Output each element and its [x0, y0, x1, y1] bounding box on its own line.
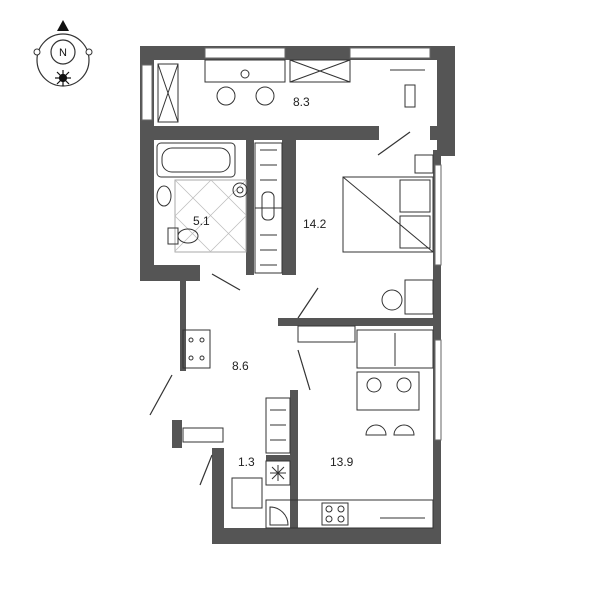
sofa-icon	[356, 329, 434, 369]
wardrobe-icon	[254, 142, 283, 274]
sun-icon	[55, 70, 71, 86]
doors	[149, 131, 411, 486]
snowflake-icon	[270, 465, 286, 481]
windows	[141, 47, 442, 441]
kitchen-counter-upper	[297, 325, 356, 343]
balcony-furniture	[157, 59, 425, 123]
window-balcony-left	[141, 64, 153, 121]
chair-icon	[381, 289, 403, 311]
dining-table-icon	[356, 371, 420, 411]
bathroom-fixtures	[156, 142, 248, 253]
compass-west-marker	[33, 48, 41, 56]
bedroom-furniture	[342, 154, 434, 315]
balcony-crate	[289, 59, 351, 83]
window-bedroom	[434, 164, 442, 266]
chair-icon	[396, 377, 412, 393]
shoe-cabinet-icon	[182, 329, 211, 369]
bedroom-area-label: 14.2	[303, 217, 327, 231]
bedroom-door	[297, 287, 319, 319]
balcony-area-label: 8.3	[293, 95, 310, 109]
balcony-shelf	[204, 59, 286, 83]
walls	[140, 46, 455, 544]
lounge-chair-icon	[216, 86, 236, 106]
sink-icon	[156, 185, 172, 207]
north-arrow-icon	[57, 20, 69, 31]
bathtub-icon	[156, 142, 236, 178]
window-balcony-1	[204, 47, 286, 59]
closet-storage	[231, 477, 263, 509]
chair-icon	[365, 424, 387, 436]
balcony-storage-cabinet	[157, 63, 179, 123]
entrance-door	[149, 374, 173, 416]
compass-inner-circle	[50, 39, 76, 65]
closet-area-label: 1.3	[238, 455, 255, 469]
window-balcony-2	[349, 47, 431, 59]
washing-machine-icon	[232, 182, 248, 198]
corner-shower-icon	[269, 506, 289, 526]
compass-east-marker	[85, 48, 93, 56]
compass: N	[33, 20, 93, 87]
chair-icon	[393, 424, 415, 436]
kitchen-counter	[265, 499, 434, 529]
compass-letter: N	[59, 47, 67, 59]
desk-icon	[404, 279, 434, 315]
lounge-chair-icon	[255, 86, 275, 106]
living-kitchen-furniture	[231, 329, 434, 529]
window-living	[434, 339, 442, 441]
boiler-icon	[182, 427, 224, 443]
living-door	[297, 349, 311, 391]
outdoor-shower-icon	[404, 84, 416, 108]
balcony-door	[377, 131, 411, 156]
wardrobe-hall-icon	[265, 397, 291, 454]
chair-icon	[366, 377, 382, 393]
stove-icon	[321, 502, 349, 526]
fridge-icon	[265, 460, 291, 486]
closet-door	[199, 454, 213, 486]
area-labels: 8.3 14.2 5.1 8.6 13.9 1.3	[193, 95, 354, 469]
coffee-table-icon	[240, 69, 250, 79]
bathroom-door	[211, 273, 241, 291]
toilet-icon	[167, 227, 179, 245]
hallway-area-label: 8.6	[232, 359, 249, 373]
nightstand-icon	[414, 154, 434, 174]
bathroom-area-label: 5.1	[193, 214, 210, 228]
double-bed-icon	[342, 176, 434, 253]
living-kitchen-area-label: 13.9	[330, 455, 354, 469]
hallway-furniture	[182, 325, 356, 454]
